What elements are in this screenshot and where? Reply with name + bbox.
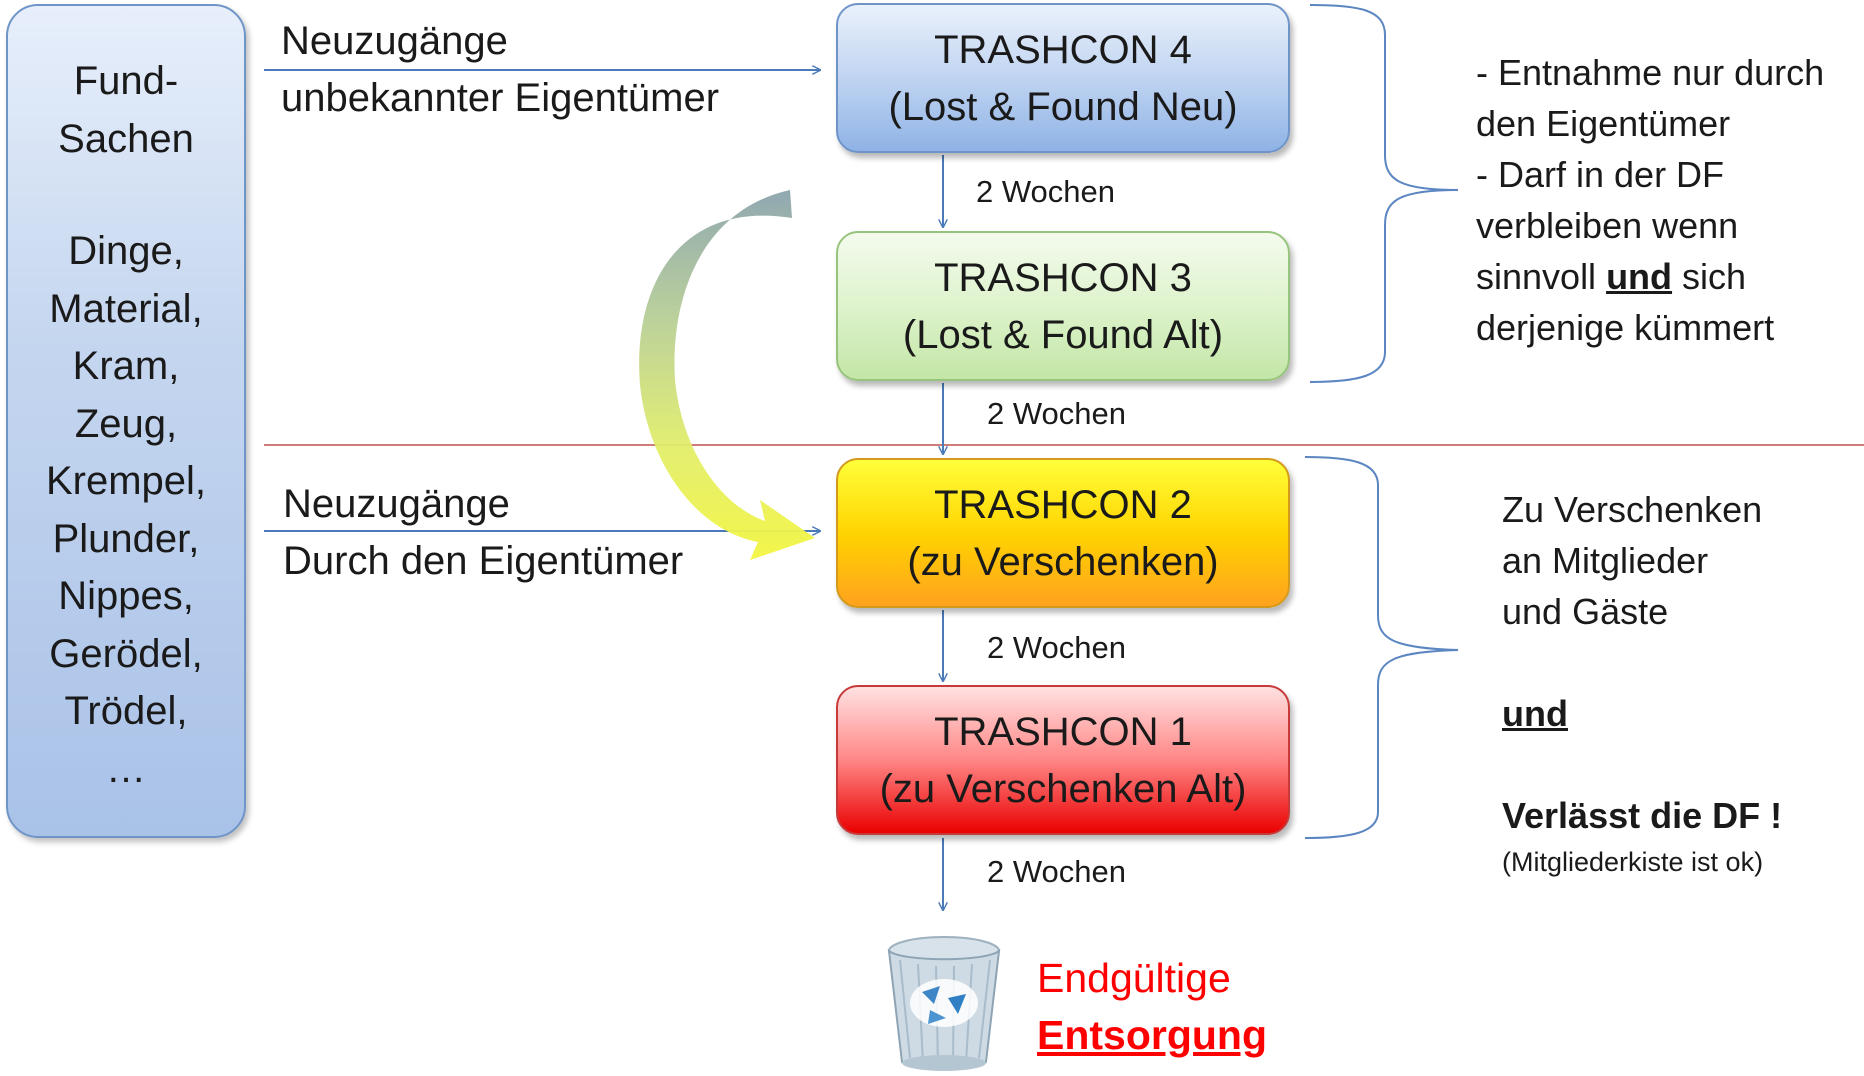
trashcon-title: TRASHCON 2 xyxy=(934,483,1192,527)
trashcon-1-box: TRASHCON 1 (zu Verschenken Alt) xyxy=(836,685,1290,835)
input-label-by-owner: Neuzugänge Durch den Eigentümer xyxy=(283,476,683,590)
trashcon-4-box: TRASHCON 4 (Lost & Found Neu) xyxy=(836,3,1290,153)
note-line: - Darf in der DF xyxy=(1476,154,1725,195)
disposal-label: Endgültige Entsorgung xyxy=(1037,950,1267,1064)
trashcon-subtitle: (zu Verschenken Alt) xyxy=(879,767,1247,811)
duration-label: 2 Wochen xyxy=(987,630,1127,665)
trashcon-title: TRASHCON 1 xyxy=(934,710,1192,754)
item-nippes: Nippes, xyxy=(58,574,194,618)
brace-top xyxy=(1309,4,1459,383)
item-ellipsis: … xyxy=(106,746,146,791)
trashcon-subtitle: (Lost & Found Neu) xyxy=(888,85,1238,129)
trashcon-3-box: TRASHCON 3 (Lost & Found Alt) xyxy=(836,231,1290,381)
panel-title-line-2: Sachen xyxy=(58,116,194,161)
brace-bottom xyxy=(1304,456,1459,839)
item-krempel: Krempel, xyxy=(45,459,207,503)
disposal-line-2: Entsorgung xyxy=(1037,1012,1268,1058)
duration-label: 2 Wochen xyxy=(987,854,1127,889)
input-label-line-1: Neuzugänge xyxy=(281,19,508,63)
trashcon-title: TRASHCON 4 xyxy=(934,28,1192,72)
note-lost-and-found: - Entnahme nur durch den Eigentümer - Da… xyxy=(1476,47,1824,353)
note-emphasis-und: und xyxy=(1606,256,1673,297)
item-dinge: Dinge, xyxy=(68,229,184,273)
input-label-unknown-owner: Neuzugänge unbekannter Eigentümer xyxy=(281,13,719,127)
input-label-line-1: Neuzugänge xyxy=(283,482,510,526)
item-kram: Kram, xyxy=(72,344,180,388)
duration-label: 2 Wochen xyxy=(976,174,1116,209)
note-parenthetical: (Mitgliederkiste ist ok) xyxy=(1502,847,1764,877)
duration-label: 2 Wochen xyxy=(987,396,1127,431)
note-line-condition: sinnvoll und sich xyxy=(1476,251,1824,302)
item-material: Material, xyxy=(49,286,203,331)
panel-title-line-1: Fund- xyxy=(73,59,179,103)
item-plunder: Plunder, xyxy=(52,516,200,561)
found-items-panel: Fund- Sachen Dinge, Material, Kram, Zeug… xyxy=(6,4,246,838)
trash-bin-icon xyxy=(887,936,1001,1071)
item-zeug: Zeug, xyxy=(74,401,178,446)
disposal-line-1: Endgültige xyxy=(1037,955,1231,1001)
input-label-line-2: unbekannter Eigentümer xyxy=(281,76,720,120)
note-line: den Eigentümer xyxy=(1476,103,1731,144)
trashcon-2-box: TRASHCON 2 (zu Verschenken) xyxy=(836,458,1290,608)
note-line: Zu Verschenken xyxy=(1502,489,1763,530)
trashcon-title: TRASHCON 3 xyxy=(934,256,1192,300)
note-text: sich xyxy=(1672,256,1747,297)
trashcon-subtitle: (Lost & Found Alt) xyxy=(902,313,1224,357)
note-line: derjenige kümmert xyxy=(1476,307,1775,348)
note-leaves-df: Verlässt die DF ! xyxy=(1502,795,1783,836)
note-emphasis-und: und xyxy=(1502,693,1568,734)
note-line: und Gäste xyxy=(1502,591,1669,632)
item-troedel: Trödel, xyxy=(64,689,188,733)
note-text: sinnvoll xyxy=(1476,256,1607,297)
note-line: an Mitglieder xyxy=(1502,540,1709,581)
trashcon-subtitle: (zu Verschenken) xyxy=(907,540,1219,584)
note-giveaway: Zu Verschenken an Mitglieder und Gäste xyxy=(1502,484,1762,637)
note-line: - Entnahme nur durch xyxy=(1476,52,1825,93)
note-line: verbleiben wenn xyxy=(1476,205,1739,246)
item-geroedel: Gerödel, xyxy=(49,631,203,676)
curved-transfer-arrow xyxy=(639,190,815,560)
input-label-line-2: Durch den Eigentümer xyxy=(283,539,684,583)
